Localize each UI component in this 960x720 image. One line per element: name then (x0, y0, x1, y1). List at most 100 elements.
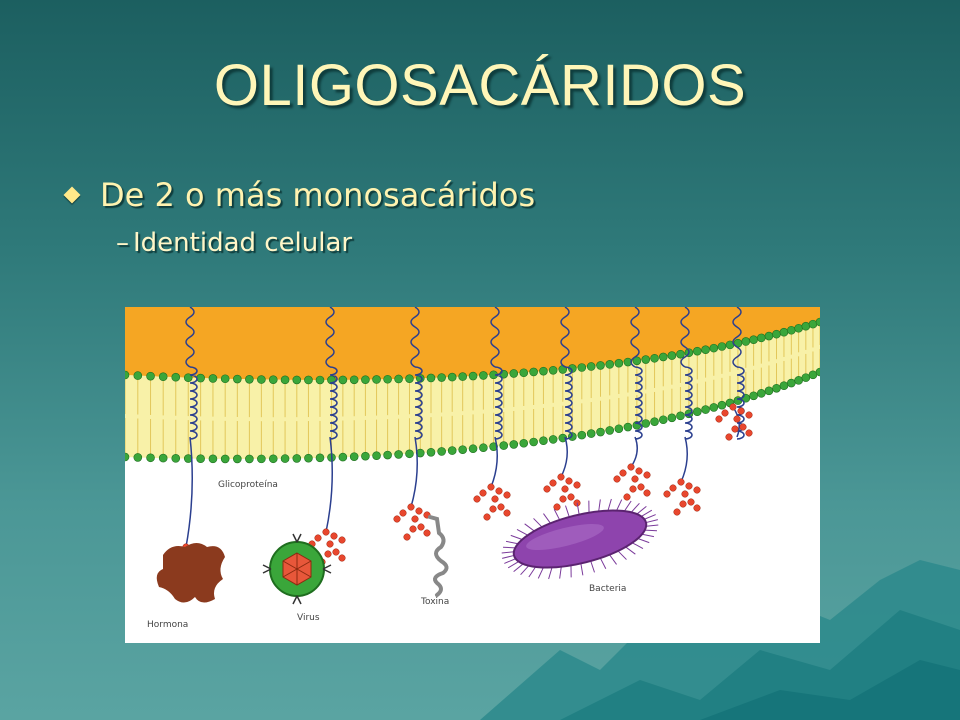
flagellum (645, 519, 658, 524)
lipid-head-bead (787, 378, 796, 388)
flagellum (576, 502, 580, 515)
sugar-bead (407, 503, 415, 511)
sugar-bead (669, 484, 677, 492)
lipid-head-bead (509, 440, 519, 449)
lipid-head-bead (577, 430, 587, 440)
sugar-bead (725, 433, 733, 441)
lipid-head-bead (596, 361, 605, 370)
lipid-head-bead (539, 436, 548, 446)
lipid-head-bead (717, 400, 727, 410)
sugar-bead (631, 475, 639, 483)
sugar-bead (415, 507, 423, 515)
protein-helix (189, 366, 198, 440)
flagellum (543, 513, 551, 524)
sub-bullet-text: Identidad celular (133, 228, 353, 258)
sugar-bead (635, 467, 643, 475)
protein-tail (680, 436, 688, 483)
sugar-bead (559, 495, 567, 503)
flagellum (501, 551, 514, 554)
flagellum (644, 514, 656, 520)
lipid-head-bead (667, 351, 677, 360)
sugar-bead (324, 550, 332, 558)
sugar-bead (715, 415, 723, 423)
lipid-head-bead (220, 454, 230, 464)
flagellum (502, 554, 515, 559)
lipid-head-bead (568, 432, 577, 441)
lipid-head-bead (280, 375, 290, 385)
bullet-text: De 2 o más monosacáridos (100, 176, 536, 214)
lipid-head-bead (709, 343, 719, 353)
flagellum (513, 563, 524, 573)
hormone-shape (156, 543, 225, 603)
sugar-bead (553, 503, 561, 511)
sugar-bead (322, 528, 330, 536)
lipid-head-bead (437, 447, 446, 456)
lipid-head-bead (623, 422, 633, 432)
lipid-head-bead (667, 413, 677, 423)
sugar-bead (619, 469, 627, 477)
dash-bullet-icon: – (116, 228, 129, 258)
protein-helix (329, 366, 338, 440)
lipid-head-bead (539, 366, 548, 376)
protein-strand (410, 307, 420, 368)
lipid-head-bead (586, 429, 596, 438)
lipid-head-bead (133, 453, 143, 462)
lipid-head-bead (233, 374, 242, 384)
diamond-bullet-icon (63, 186, 81, 204)
protein-helix (684, 366, 693, 440)
lipid-head-bead (304, 453, 313, 463)
protein-tail (560, 436, 568, 478)
sugar-bead (745, 411, 753, 419)
flagellum (646, 524, 659, 527)
sugar-bead (623, 493, 631, 501)
lipid-head-bead (658, 415, 668, 425)
lipid-head-bead (171, 454, 181, 463)
lipid-head-bead (349, 452, 359, 461)
lipid-head-bead (815, 317, 820, 327)
lipid-head-bead (717, 342, 727, 351)
protein-helix (494, 366, 503, 440)
lipid-head-bead (280, 454, 290, 463)
lipid-head-bead (426, 373, 436, 383)
lipid-head-bead (257, 454, 266, 464)
lipid-head-bead (741, 337, 751, 346)
label-toxin: Toxina (420, 597, 449, 607)
lipid-head-bead (292, 454, 302, 463)
sugar-bead (637, 483, 645, 491)
lipid-head-bead (772, 383, 781, 393)
protein-strand (185, 307, 195, 368)
lipid-head-bead (361, 451, 370, 461)
phospholipid-heads (125, 317, 820, 464)
sugar-bead (573, 481, 581, 489)
flagellum (507, 561, 519, 569)
flagellum (504, 558, 516, 564)
flagellum (607, 498, 612, 511)
lipid-bilayer (125, 322, 820, 459)
lipid-head-bead (220, 374, 230, 384)
lipid-head-bead (447, 446, 457, 455)
flagellum (590, 560, 595, 573)
flagellum (528, 566, 536, 578)
lipid-head-bead (764, 331, 774, 341)
sugar-bead (693, 504, 701, 512)
sugar-bead (681, 490, 689, 498)
lipid-head-bead (749, 335, 758, 344)
flagellum (609, 554, 617, 565)
flagellum (641, 509, 653, 517)
lipid-head-bead (468, 371, 478, 381)
sugar-bead (561, 485, 569, 493)
lipid-head-bead (158, 372, 168, 382)
lipid-head-bead (489, 442, 498, 451)
lipid-head-bead (692, 407, 702, 417)
lipid-head-bead (650, 417, 659, 426)
sugar-bead (403, 533, 411, 541)
lipid-head-bead (468, 444, 478, 454)
lipid-head-bead (405, 374, 414, 383)
sugar-bead (745, 429, 753, 437)
lipid-head-bead (338, 452, 348, 462)
lipid-head-bead (519, 438, 529, 448)
lipid-head-bead (196, 373, 205, 383)
bacteria-flagella (501, 498, 659, 580)
flagellum (524, 523, 535, 532)
sugar-bead (399, 509, 407, 517)
